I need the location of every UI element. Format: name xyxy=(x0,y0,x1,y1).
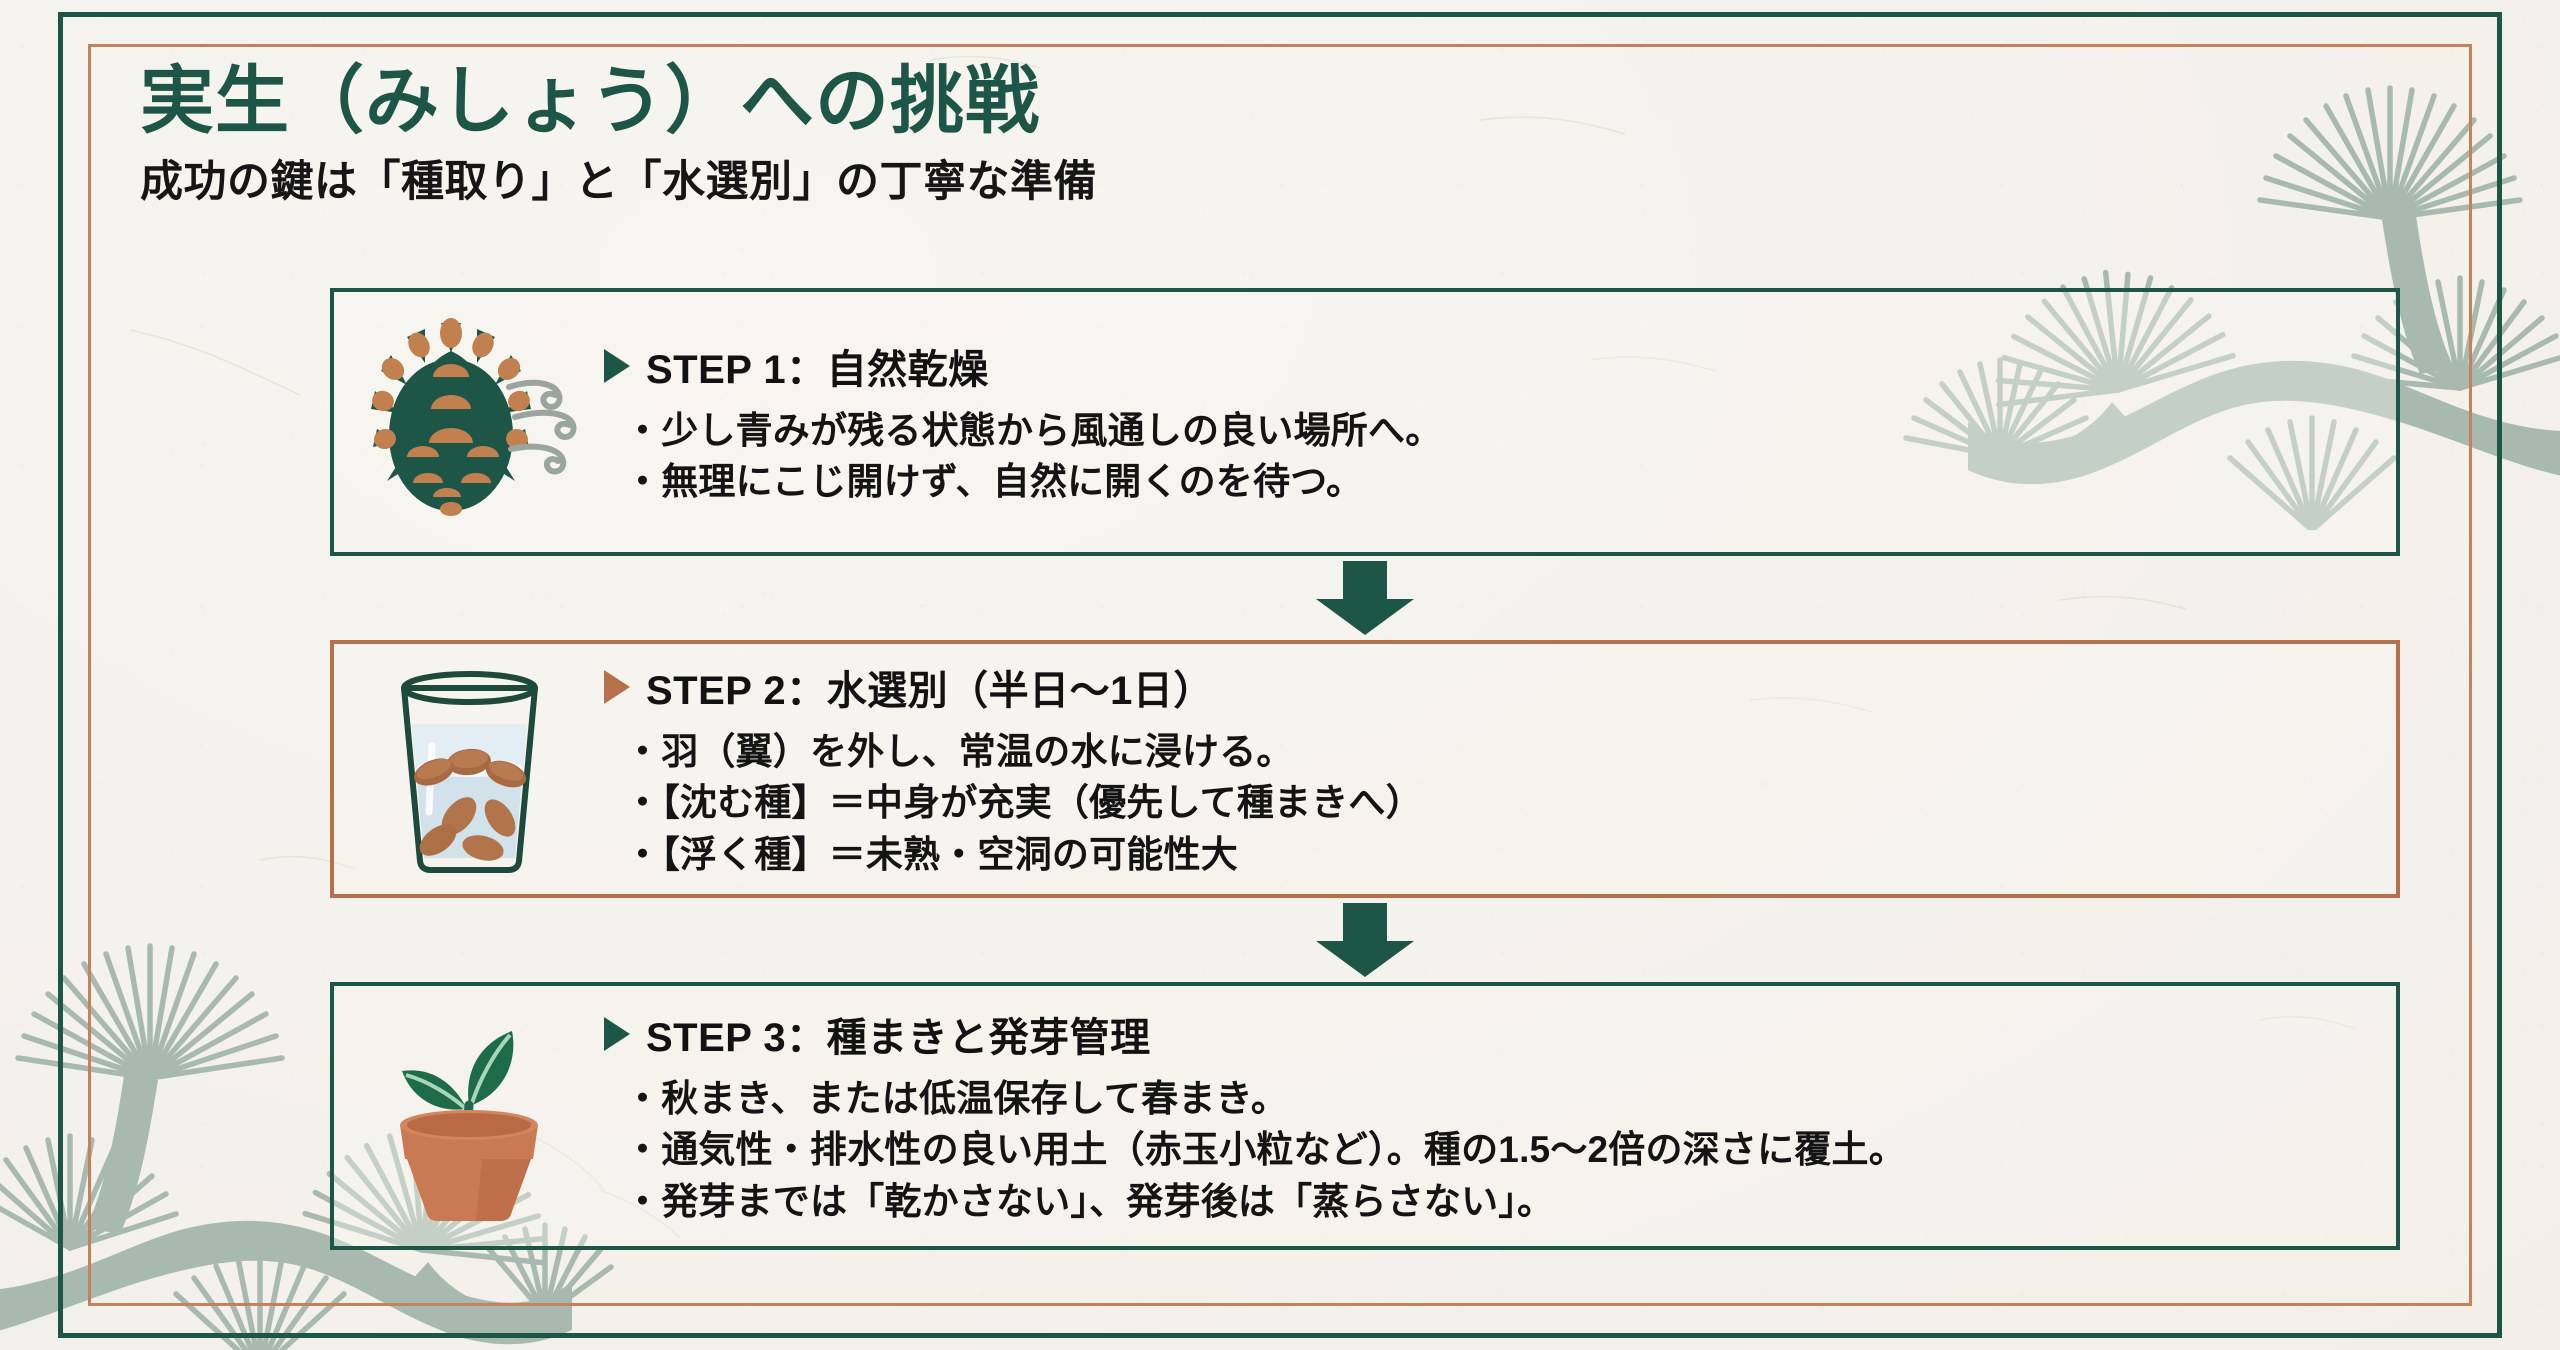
step-1-line-1: ・少し青みが残る状態から風通しの良い場所へ。 xyxy=(624,409,1443,451)
step-1-heading: STEP 1：自然乾燥 xyxy=(604,337,2366,395)
step-3-lines: ・秋まき、または低温保存して春まき。 ・通気性・排水性の良い用土（赤玉小粒など）… xyxy=(624,1073,2366,1226)
step-3-line-1: ・秋まき、または低温保存して春まき。 xyxy=(624,1078,1289,1120)
step-card-1[interactable]: STEP 1：自然乾燥 ・少し青みが残る状態から風通しの良い場所へ。 ・無理にこ… xyxy=(330,288,2400,556)
arrow-step2-to-step3 xyxy=(330,898,2400,982)
triangle-bullet-icon xyxy=(604,670,630,705)
step-1-lines: ・少し青みが残る状態から風通しの良い場所へ。 ・無理にこじ開けず、自然に開くのを… xyxy=(624,405,2366,507)
step-2-heading-text: STEP 2：水選別（半日〜1日） xyxy=(646,669,1214,714)
step-3-line-3: ・発芽までは「乾かさない」、発芽後は「蒸らさない」。 xyxy=(624,1180,1555,1222)
step-card-3[interactable]: STEP 3：種まきと発芽管理 ・秋まき、または低温保存して春まき。 ・通気性・… xyxy=(330,982,2400,1250)
step-3-heading-text: STEP 3：種まきと発芽管理 xyxy=(646,1016,1151,1061)
slide-header: 実生（みしょう）への挑戦 成功の鍵は「種取り」と「水選別」の丁寧な準備 xyxy=(140,61,1640,209)
down-arrow-icon xyxy=(1316,903,1414,977)
step-2-line-2: ・【沈む種】＝中身が充実（優先して種まきへ） xyxy=(624,782,1423,824)
step-1-heading-text: STEP 1：自然乾燥 xyxy=(646,347,989,392)
page-subtitle: 成功の鍵は「種取り」と「水選別」の丁寧な準備 xyxy=(140,158,1097,207)
step-2-heading: STEP 2：水選別（半日〜1日） xyxy=(604,658,2366,716)
step-2-line-3: ・【浮く種】＝未熟・空洞の可能性大 xyxy=(624,833,1238,875)
step-3-icon-slot xyxy=(334,986,604,1246)
arrow-step1-to-step2 xyxy=(330,556,2400,640)
step-2-line-1: ・羽（翼）を外し、常温の水に浸ける。 xyxy=(624,731,1294,773)
step-2-icon-slot xyxy=(334,644,604,894)
down-arrow-icon xyxy=(1316,561,1414,635)
step-2-lines: ・羽（翼）を外し、常温の水に浸ける。 ・【沈む種】＝中身が充実（優先して種まきへ… xyxy=(624,726,2366,879)
pinecone-drying-icon xyxy=(371,318,577,516)
step-3-heading: STEP 3：種まきと発芽管理 xyxy=(604,1005,2366,1063)
seedling-pot-icon xyxy=(399,1030,538,1221)
triangle-bullet-icon xyxy=(604,1017,630,1052)
step-3-body: STEP 3：種まきと発芽管理 ・秋まき、または低温保存して春まき。 ・通気性・… xyxy=(604,1005,2396,1226)
step-2-body: STEP 2：水選別（半日〜1日） ・羽（翼）を外し、常温の水に浸ける。 ・【沈… xyxy=(604,658,2396,879)
step-1-body: STEP 1：自然乾燥 ・少し青みが残る状態から風通しの良い場所へ。 ・無理にこ… xyxy=(604,337,2396,507)
triangle-bullet-icon xyxy=(604,348,630,383)
step-card-2[interactable]: STEP 2：水選別（半日〜1日） ・羽（翼）を外し、常温の水に浸ける。 ・【沈… xyxy=(330,640,2400,898)
step-1-line-2: ・無理にこじ開けず、自然に開くのを待つ。 xyxy=(624,461,1364,502)
step-3-line-2: ・通気性・排水性の良い用土（赤玉小粒など）。種の1.5〜2倍の深さに覆土。 xyxy=(624,1129,1906,1171)
page-title: 実生（みしょう）への挑戦 xyxy=(140,61,1040,143)
step-1-icon-slot xyxy=(334,292,604,552)
water-glass-seeds-icon xyxy=(400,670,538,873)
step-flow: STEP 1：自然乾燥 ・少し青みが残る状態から風通しの良い場所へ。 ・無理にこ… xyxy=(330,288,2400,1250)
